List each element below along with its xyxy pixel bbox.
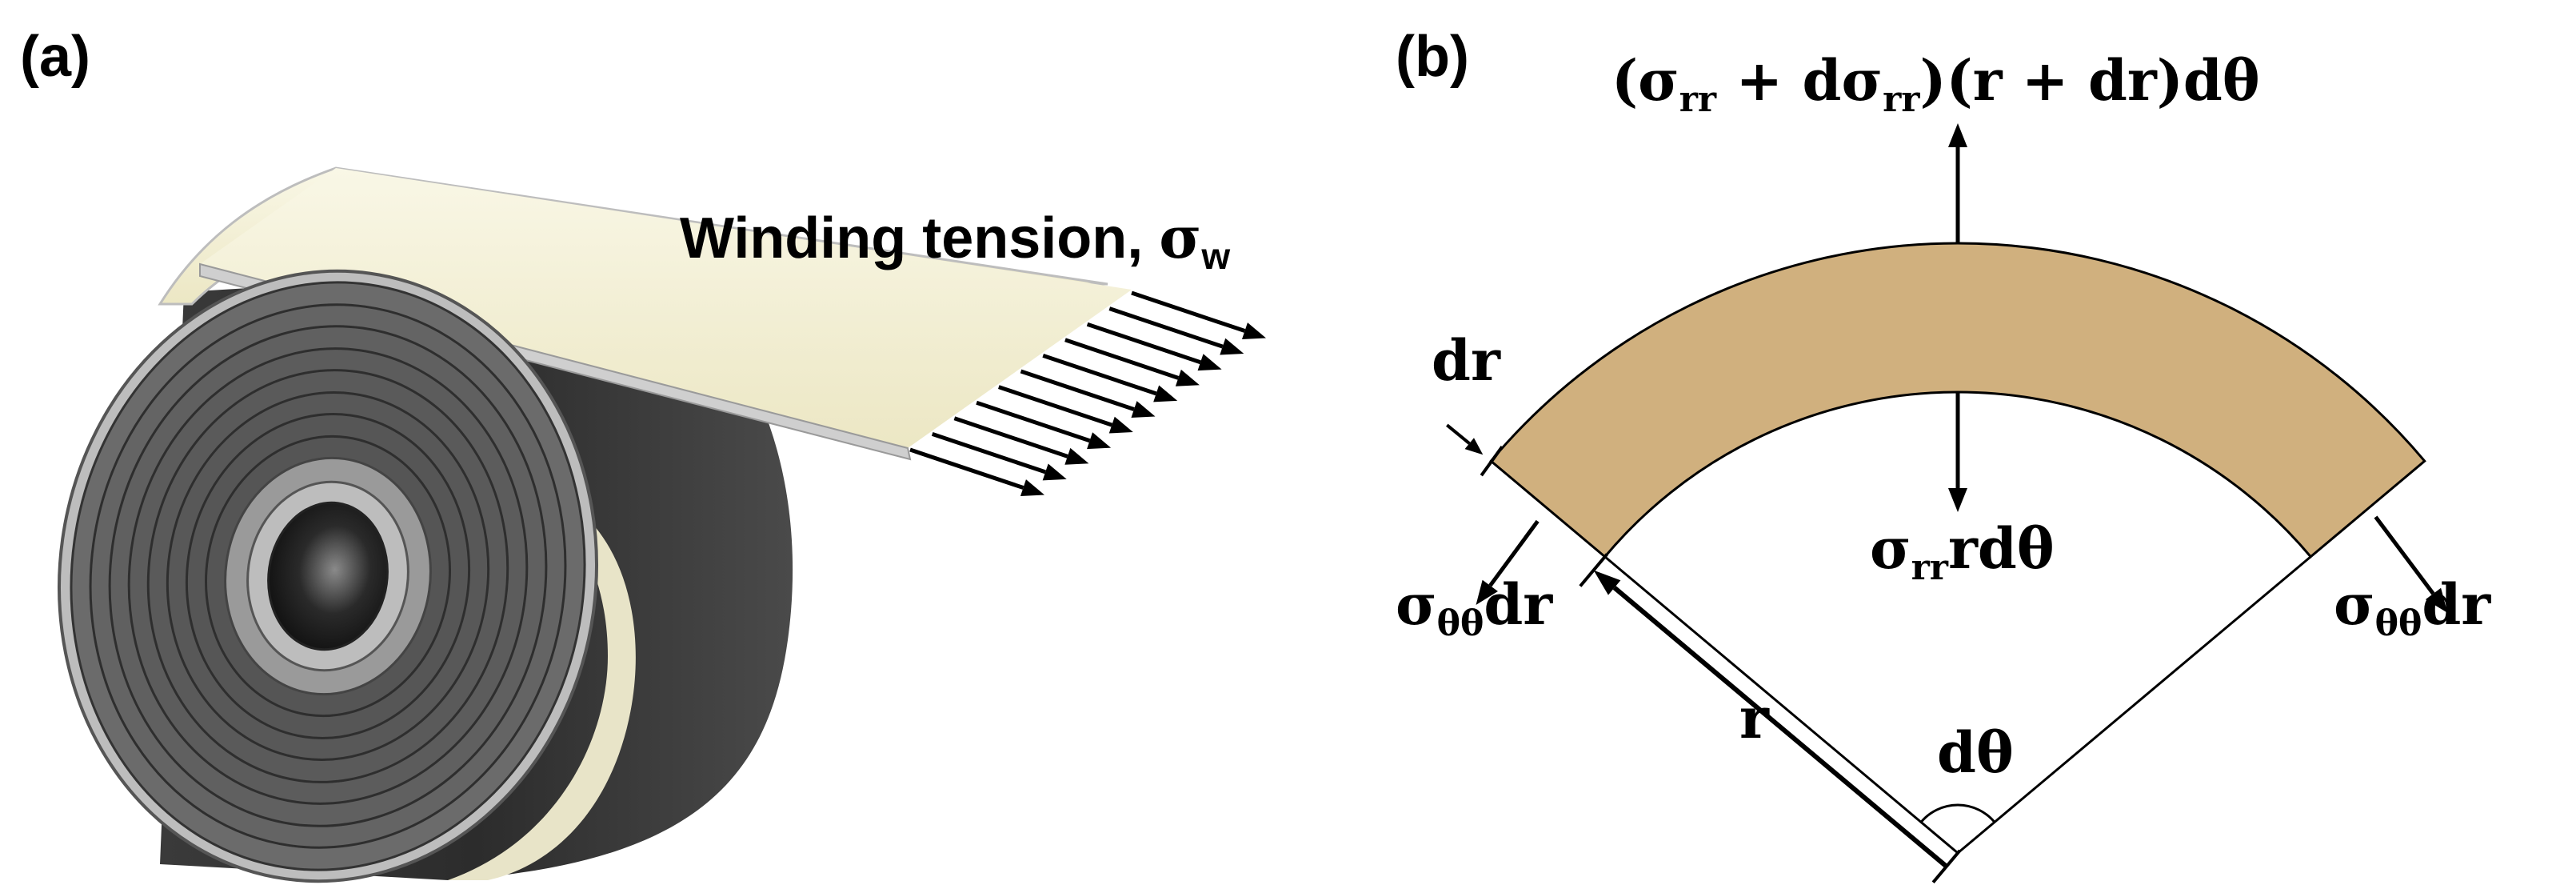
dr-tick bbox=[1480, 446, 1504, 477]
roll-front-face bbox=[58, 269, 598, 883]
annular-element bbox=[1489, 242, 2426, 559]
radius-tick bbox=[1931, 849, 1962, 884]
inner-force-arrow bbox=[1948, 392, 1967, 512]
tension-arrows bbox=[909, 290, 1266, 496]
tension-arrow bbox=[1131, 290, 1266, 339]
radius-arrow bbox=[1579, 553, 1962, 884]
force-arrows bbox=[1446, 123, 2448, 613]
right-force-label: σθθdr bbox=[2334, 571, 2491, 644]
sector-left-edge bbox=[1604, 555, 1959, 855]
panel-a-label: (a) bbox=[20, 25, 90, 89]
dr-pointer-arrow bbox=[1446, 423, 1484, 455]
winding-tension-symbol: σ bbox=[1159, 203, 1201, 271]
left-hoop-arrow bbox=[1476, 519, 1540, 605]
tension-arrow bbox=[1064, 338, 1200, 386]
tape-roll-illustration bbox=[58, 166, 1132, 883]
left-force-label: σθθdr bbox=[1396, 571, 1553, 644]
top-force-sub-2: rr bbox=[1883, 79, 1920, 120]
left-force-part-1: σ bbox=[1396, 571, 1437, 638]
top-force-part-3: )(r + dr)dθ bbox=[1919, 47, 2259, 114]
inner-force-sub: rr bbox=[1911, 547, 1949, 588]
inner-force-label: σrrrdθ bbox=[1870, 515, 2055, 588]
tension-arrow bbox=[1108, 306, 1244, 355]
dtheta-arc bbox=[1919, 803, 1996, 823]
radius-tick bbox=[1579, 553, 1608, 587]
winding-tension-subscript: w bbox=[1200, 235, 1230, 277]
outer-force-arrow bbox=[1948, 123, 1967, 243]
tape-strip bbox=[200, 168, 1132, 448]
tension-arrow bbox=[976, 400, 1112, 450]
top-force-part-2: + dσ bbox=[1716, 47, 1883, 114]
right-force-part-1: σ bbox=[2334, 571, 2375, 638]
left-force-part-2: dr bbox=[1484, 571, 1553, 638]
right-force-part-2: dr bbox=[2422, 571, 2491, 638]
sector-right-edge bbox=[1957, 555, 2312, 855]
left-force-sub: θθ bbox=[1437, 603, 1484, 644]
winding-tension-label: Winding tension, σw bbox=[680, 203, 1230, 277]
tension-arrow bbox=[998, 385, 1133, 434]
tension-arrow bbox=[1086, 322, 1222, 371]
roll-shell bbox=[448, 480, 636, 880]
r-label: r bbox=[1739, 685, 1770, 751]
roll-core-hole bbox=[267, 501, 389, 651]
tension-arrow bbox=[1042, 354, 1178, 402]
winding-tension-text: Winding tension, bbox=[680, 206, 1159, 270]
dr-label: dr bbox=[1432, 327, 1501, 394]
top-force-label: (σrr + dσrr)(r + dr)dθ bbox=[1611, 47, 2260, 120]
tension-arrow bbox=[953, 416, 1089, 465]
dtheta-label: dθ bbox=[1937, 719, 2014, 786]
tension-arrow bbox=[931, 432, 1067, 481]
radius-arrow-line bbox=[1593, 570, 1948, 869]
panel-b-label: (b) bbox=[1396, 25, 1469, 89]
inner-force-part-1: σ bbox=[1870, 515, 1911, 582]
inner-force-part-2: rdθ bbox=[1948, 515, 2055, 582]
tension-arrow bbox=[909, 447, 1044, 496]
tension-arrow bbox=[1020, 369, 1156, 418]
right-force-sub: θθ bbox=[2375, 603, 2422, 644]
top-force-part-1: (σ bbox=[1611, 47, 1679, 114]
right-hoop-arrow bbox=[2374, 515, 2448, 613]
top-force-sub-1: rr bbox=[1679, 79, 1717, 120]
